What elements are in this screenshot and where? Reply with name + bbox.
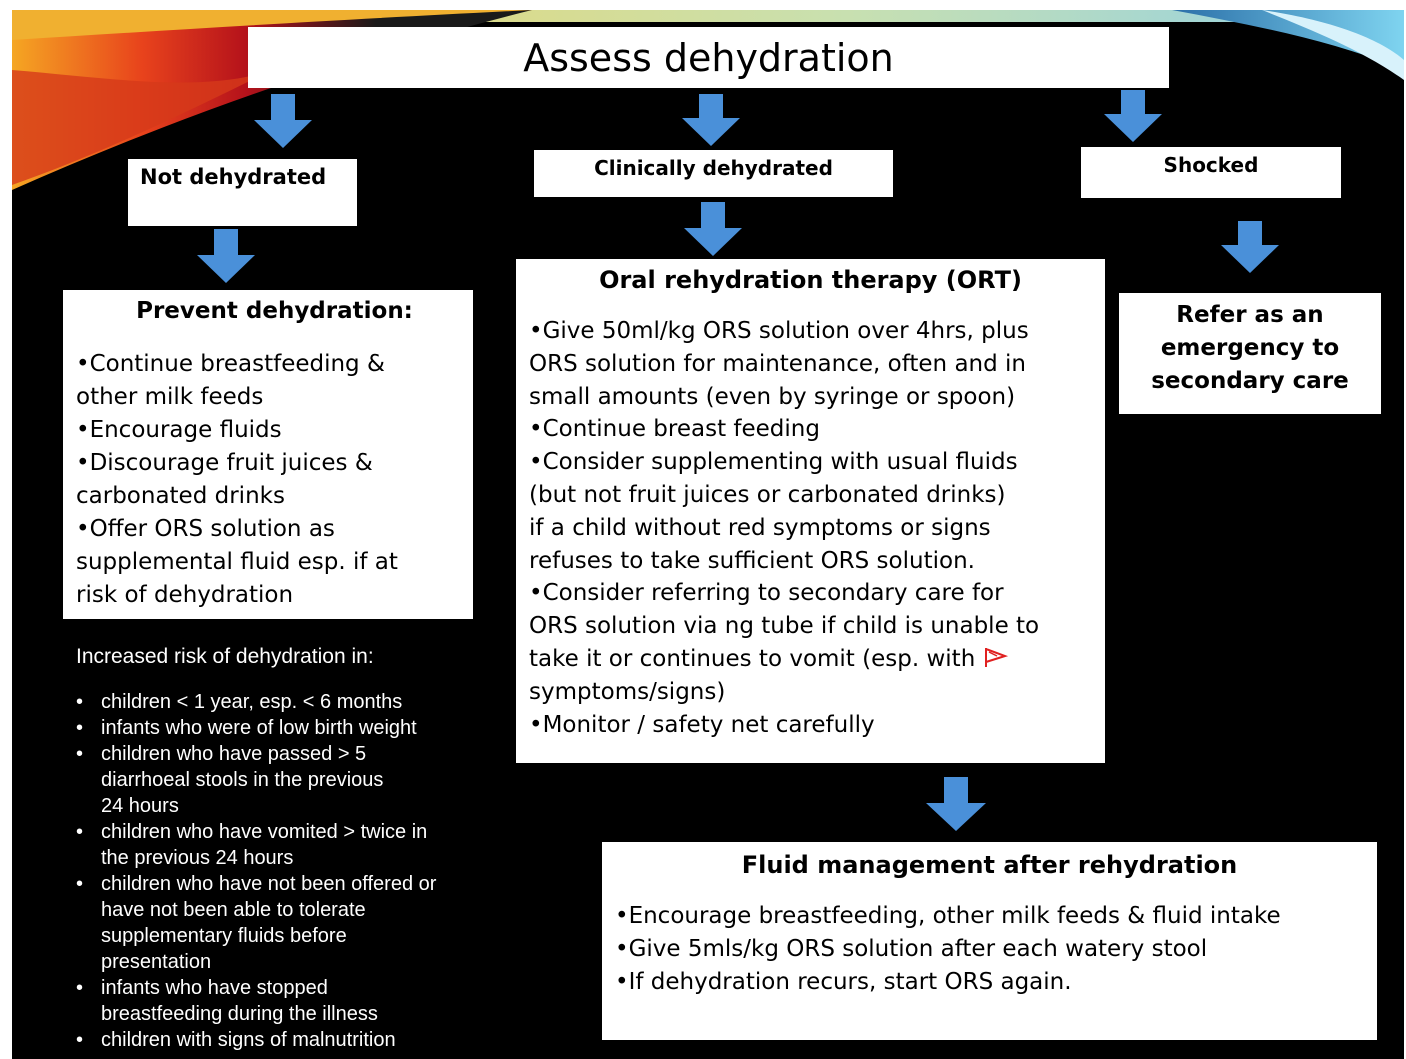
list-item-line: children with signs of malnutrition: [101, 1029, 396, 1051]
list-item: •Encourage breastfeeding, other milk fee…: [615, 903, 1281, 929]
page-title: Assess dehydration: [523, 35, 894, 80]
list-item: •Consider supplementing with usual fluid…: [529, 449, 1018, 476]
list-item: supplemental fluid esp. if at: [76, 549, 398, 575]
list-item: •Give 50ml/kg ORS solution over 4hrs, pl…: [529, 318, 1029, 344]
arrow-down-icon: [926, 777, 986, 831]
risk-list: children < 1 year, esp. < 6 months infan…: [76, 689, 516, 1053]
prevent-dehydration-box: Prevent dehydration: •Continue breastfee…: [63, 290, 473, 619]
not-dehydrated-box: Not dehydrated: [128, 159, 357, 226]
list-item: •Continue breast feeding: [529, 416, 820, 443]
list-item-line: infants who have stopped: [101, 977, 328, 999]
list-item: refuses to take sufficient ORS solution.: [529, 547, 975, 574]
list-item: other milk feeds: [76, 384, 264, 410]
refer-line: Refer as an: [1176, 302, 1324, 328]
arrow-down-icon: [1104, 90, 1162, 142]
list-item-line: have not been able to tolerate: [101, 899, 366, 921]
list-item: take it or continues to vomit (esp. with: [529, 643, 1105, 676]
list-item-line: children who have not been offered or: [101, 873, 437, 895]
fluid-management-list: •Encourage breastfeeding, other milk fee…: [615, 900, 1377, 999]
arrow-down-icon: [682, 94, 740, 146]
list-item: ORS solution via ng tube if child is una…: [529, 613, 1040, 640]
not-dehydrated-label: Not dehydrated: [140, 165, 327, 189]
list-item: children who have not been offered or ha…: [76, 871, 516, 975]
list-item: •Discourage fruit juices &: [76, 450, 373, 476]
refer-line: emergency to: [1160, 335, 1340, 361]
fluid-management-box: Fluid management after rehydration •Enco…: [602, 842, 1377, 1040]
list-item-line: the previous 24 hours: [101, 847, 294, 869]
prevent-dehydration-heading: Prevent dehydration:: [136, 298, 413, 324]
ort-list: •Give 50ml/kg ORS solution over 4hrs, pl…: [529, 315, 1105, 741]
list-item: •Monitor / safety net carefully: [529, 711, 875, 738]
list-item: small amounts (even by syringe or spoon): [529, 383, 1016, 410]
arrow-down-icon: [197, 229, 255, 283]
decorative-swoosh: [12, 10, 1404, 190]
list-item: •Give 5mls/kg ORS solution after each wa…: [615, 936, 1208, 962]
list-item: risk of dehydration: [76, 582, 294, 608]
list-item: ORS solution for maintenance, often and …: [529, 350, 1026, 377]
prevent-dehydration-list: •Continue breastfeeding & other milk fee…: [76, 348, 473, 612]
list-item: children < 1 year, esp. < 6 months: [76, 689, 516, 715]
list-item: •Consider referring to secondary care fo…: [529, 580, 1004, 607]
refer-line: secondary care: [1151, 368, 1349, 394]
list-item: symptoms/signs): [529, 678, 726, 705]
list-item: •If dehydration recurs, start ORS again.: [615, 969, 1072, 995]
red-flag-icon: [984, 647, 1008, 667]
list-item-line: children < 1 year, esp. < 6 months: [101, 691, 403, 713]
ort-box: Oral rehydration therapy (ORT) •Give 50m…: [516, 259, 1105, 763]
list-item-line: presentation: [101, 951, 212, 973]
list-item: infants who were of low birth weight: [76, 715, 516, 741]
list-item: infants who have stopped breastfeeding d…: [76, 975, 516, 1027]
list-item-text: take it or continues to vomit (esp. with: [529, 645, 976, 672]
assess-dehydration-box: Assess dehydration: [248, 27, 1169, 88]
list-item: children with signs of malnutrition: [76, 1027, 516, 1053]
list-item: carbonated drinks: [76, 483, 285, 509]
list-item-line: supplementary fluids before: [101, 925, 347, 947]
risk-heading: Increased risk of dehydration in:: [76, 645, 374, 668]
clinically-dehydrated-box: Clinically dehydrated: [534, 150, 893, 197]
ort-heading: Oral rehydration therapy (ORT): [599, 266, 1022, 294]
list-item: •Continue breastfeeding &: [76, 351, 385, 377]
list-item-line: children who have passed > 5: [101, 743, 367, 765]
list-item: children who have passed > 5 diarrhoeal …: [76, 741, 516, 819]
fluid-management-heading: Fluid management after rehydration: [741, 851, 1238, 879]
list-item: •Encourage fluids: [76, 417, 282, 443]
list-item: •Offer ORS solution as: [76, 516, 335, 542]
arrow-down-icon: [684, 202, 742, 256]
shocked-box: Shocked: [1081, 147, 1341, 198]
list-item-line: children who have vomited > twice in: [101, 821, 428, 843]
refer-box: Refer as an emergency to secondary care: [1119, 293, 1381, 414]
arrow-down-icon: [1221, 221, 1279, 273]
list-item-line: breastfeeding during the illness: [101, 1003, 378, 1025]
risk-factors: Increased risk of dehydration in: childr…: [76, 645, 516, 1053]
list-item-line: 24 hours: [101, 795, 179, 817]
arrow-down-icon: [254, 94, 312, 148]
shocked-label: Shocked: [1163, 153, 1259, 177]
list-item: if a child without red symptoms or signs: [529, 514, 991, 541]
list-item: children who have vomited > twice in the…: [76, 819, 516, 871]
list-item: (but not fruit juices or carbonated drin…: [529, 481, 1006, 508]
clinically-dehydrated-label: Clinically dehydrated: [594, 156, 833, 180]
list-item-line: infants who were of low birth weight: [101, 717, 417, 739]
list-item-line: diarrhoeal stools in the previous: [101, 769, 384, 791]
